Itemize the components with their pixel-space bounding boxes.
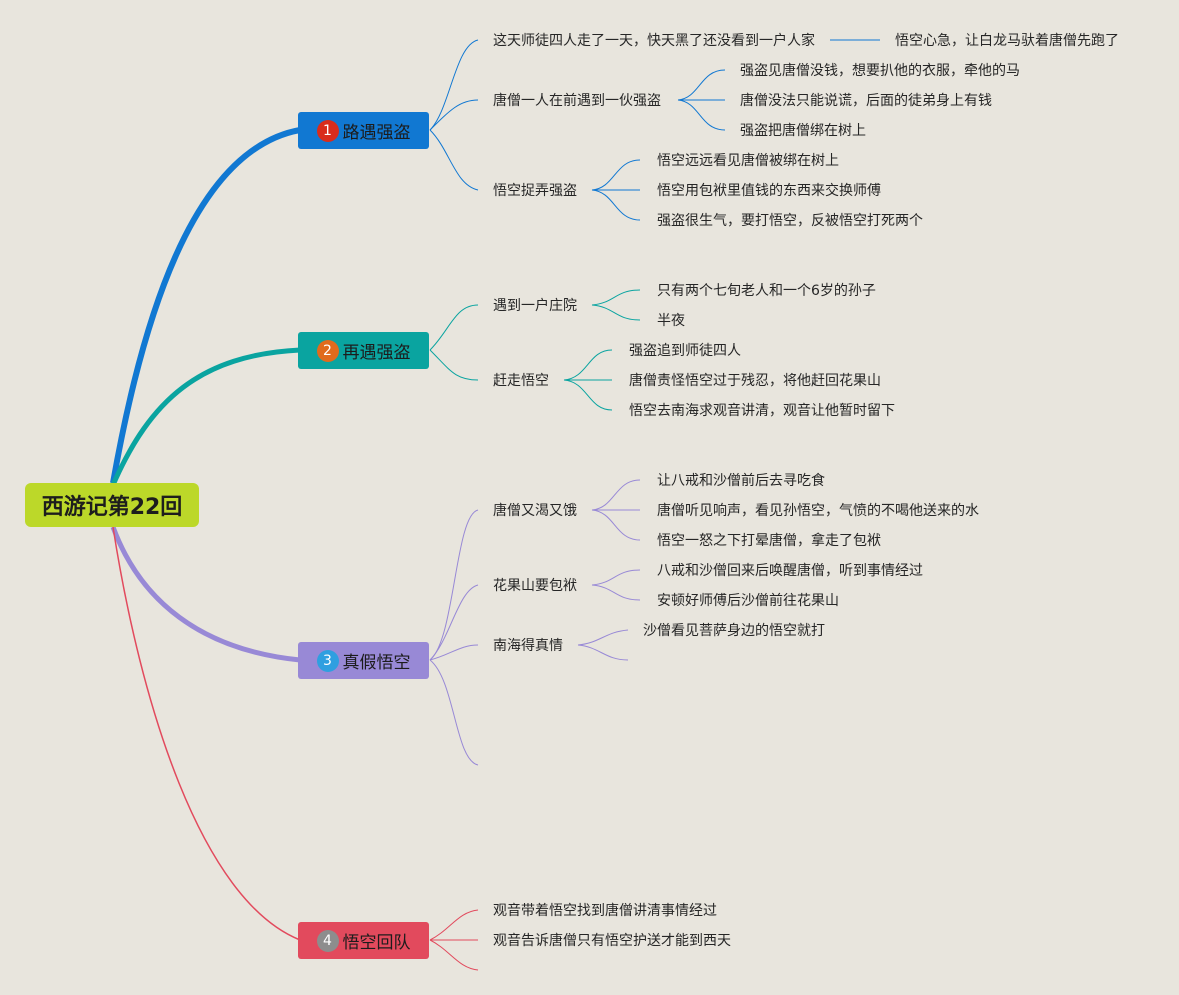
subtopic-b3-3[interactable]: 南海得真情 [493, 638, 563, 654]
subtopic-b1-3[interactable]: 悟空捉弄强盗 [493, 183, 577, 199]
connector-b1c2-leaf-3 [677, 99, 726, 131]
branch-2-label: 再遇强盗 [342, 343, 411, 363]
branch-4-label: 悟空回队 [342, 933, 411, 953]
branch-4-topic[interactable]: 4 悟空回队 [298, 922, 429, 959]
leaf-b1-3-1[interactable]: 悟空远远看见唐僧被绑在树上 [657, 153, 839, 169]
branch-1-topic[interactable]: 1 路遇强盗 [298, 112, 429, 149]
leaf-b3-1-2[interactable]: 唐僧听见响声，看见孙悟空，气愤的不喝他送来的水 [657, 503, 979, 519]
root-topic[interactable]: 西游记第22回 [25, 483, 199, 527]
connector-b2c1-leaf-1 [591, 289, 641, 306]
connector-b3c2-leaf-2 [591, 584, 641, 601]
connector-b4-child-1 [429, 909, 479, 941]
subtopic-b3-2[interactable]: 花果山要包袱 [493, 578, 577, 594]
connector-b2-child-2 [429, 349, 479, 381]
branch-2-topic[interactable]: 2 再遇强盗 [298, 332, 429, 369]
number-4-badge: 4 [316, 929, 339, 952]
subtopic-b4-2[interactable]: 观音告诉唐僧只有悟空护送才能到西天 [493, 933, 731, 949]
leaf-b3-2-2[interactable]: 安顿好师傅后沙僧前往花果山 [657, 593, 839, 609]
leaf-b1-3-2[interactable]: 悟空用包袱里值钱的东西来交换师傅 [657, 183, 881, 199]
connector-b1-child-3 [429, 129, 479, 191]
connector-root-branch-4 [112, 526, 301, 941]
connector-b1c3-leaf-1 [591, 159, 641, 191]
connector-b3c1-leaf-3 [591, 509, 641, 541]
subtopic-b2-1[interactable]: 遇到一户庄院 [493, 298, 577, 314]
connector-b1c2-leaf-1 [677, 69, 726, 101]
leaf-b1-2-3[interactable]: 强盗把唐僧绑在树上 [740, 123, 866, 139]
connector-b3c1-leaf-1 [591, 479, 641, 511]
connector-b1-child-2 [429, 99, 479, 131]
connector-b2c2-leaf-1 [563, 349, 613, 381]
connector-b1c3-leaf-3 [591, 189, 641, 221]
connector-b3c2-leaf-1 [591, 569, 641, 586]
subtopic-b1-2[interactable]: 唐僧一人在前遇到一伙强盗 [493, 93, 661, 109]
leaf-b3-1-1[interactable]: 让八戒和沙僧前后去寻吃食 [657, 473, 825, 489]
connector-root-branch-3 [110, 526, 301, 663]
leaf-b3-2-1[interactable]: 八戒和沙僧回来后唤醒唐僧，听到事情经过 [657, 563, 923, 579]
connector-b3c3-leaf-2 [577, 644, 629, 661]
subtopic-b4-1[interactable]: 观音带着悟空找到唐僧讲清事情经过 [493, 903, 717, 919]
branch-1-label: 路遇强盗 [342, 123, 411, 143]
connector-b3-child-1 [429, 509, 479, 661]
connector-b2-child-1 [429, 304, 479, 351]
leaf-b1-1-1[interactable]: 悟空心急，让白龙马驮着唐僧先跑了 [895, 33, 1119, 49]
subtopic-b2-2[interactable]: 赶走悟空 [493, 373, 549, 389]
leaf-b2-2-2[interactable]: 唐僧责怪悟空过于残忍，将他赶回花果山 [629, 373, 881, 389]
connector-b3-child-4 [429, 659, 479, 766]
subtopic-b1-1[interactable]: 这天师徒四人走了一天，快天黑了还没看到一户人家 [493, 33, 815, 49]
leaf-b3-3-1[interactable]: 沙僧看见菩萨身边的悟空就打 [643, 623, 825, 639]
branch-3-topic[interactable]: 3 真假悟空 [298, 642, 429, 679]
connector-b3-child-2 [429, 584, 479, 661]
connector-b3c3-leaf-1 [577, 629, 629, 646]
branch-3-label: 真假悟空 [342, 653, 411, 673]
number-2-badge: 2 [316, 339, 339, 362]
leaf-b2-1-1[interactable]: 只有两个七旬老人和一个6岁的孙子 [657, 283, 876, 299]
leaf-b2-1-2[interactable]: 半夜 [657, 313, 685, 329]
subtopic-b3-1[interactable]: 唐僧又渴又饿 [493, 503, 577, 519]
connector-b3-child-3 [429, 644, 479, 661]
leaf-b1-2-2[interactable]: 唐僧没法只能说谎，后面的徒弟身上有钱 [740, 93, 992, 109]
connector-b2c2-leaf-3 [563, 379, 613, 411]
number-1-badge: 1 [316, 119, 339, 142]
connector-b1-child-1 [429, 39, 479, 131]
leaf-b1-3-3[interactable]: 强盗很生气，要打悟空，反被悟空打死两个 [657, 213, 923, 229]
leaf-b2-2-3[interactable]: 悟空去南海求观音讲清，观音让他暂时留下 [629, 403, 895, 419]
connector-root-branch-2 [110, 347, 301, 486]
connector-b4-child-3 [429, 939, 479, 971]
leaf-b1-2-1[interactable]: 强盗见唐僧没钱，想要扒他的衣服，牵他的马 [740, 63, 1020, 79]
connector-b2c1-leaf-2 [591, 304, 641, 321]
leaf-b3-1-3[interactable]: 悟空一怒之下打晕唐僧，拿走了包袱 [657, 533, 881, 549]
leaf-b2-2-1[interactable]: 强盗追到师徒四人 [629, 343, 741, 359]
connector-root-branch-1 [110, 127, 301, 484]
number-3-badge: 3 [316, 649, 339, 672]
